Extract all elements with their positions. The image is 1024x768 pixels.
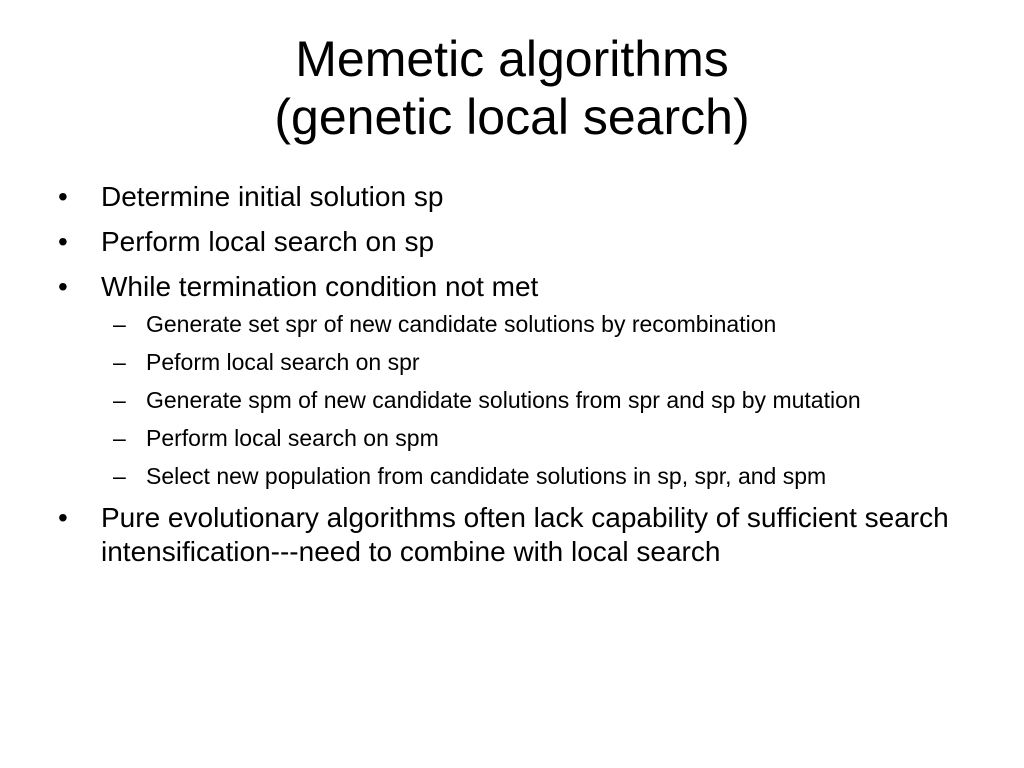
dash-icon: – [113,349,126,375]
bullet-dot-icon: • [58,181,68,212]
sub-bullet-item: – Generate set spr of new candidate solu… [58,309,958,339]
bullet-list: • Determine initial solution sp • Perfor… [58,180,958,580]
title-line-2: (genetic local search) [274,89,750,145]
dash-icon: – [113,463,126,489]
title-line-1: Memetic algorithms [295,31,729,87]
sub-bullet-text: Select new population from candidate sol… [146,463,827,489]
sub-bullet-item: – Generate spm of new candidate solution… [58,385,958,415]
bullet-item: • Pure evolutionary algorithms often lac… [58,501,958,569]
bullet-text: Pure evolutionary algorithms often lack … [101,502,949,567]
bullet-text: Determine initial solution sp [101,181,444,212]
dash-icon: – [113,311,126,337]
bullet-text: Perform local search on sp [101,226,435,257]
sub-bullet-list: – Generate set spr of new candidate solu… [58,309,958,491]
dash-icon: – [113,425,126,451]
bullet-item: • Perform local search on sp [58,225,958,259]
sub-bullet-text: Generate set spr of new candidate soluti… [146,311,777,337]
bullet-dot-icon: • [58,502,68,533]
bullet-item: • Determine initial solution sp [58,180,958,214]
sub-bullet-item: – Select new population from candidate s… [58,461,958,491]
sub-bullet-item: – Peform local search on spr [58,347,958,377]
dash-icon: – [113,387,126,413]
bullet-dot-icon: • [58,226,68,257]
bullet-text: While termination condition not met [101,271,539,302]
bullet-dot-icon: • [58,271,68,302]
sub-bullet-text: Generate spm of new candidate solutions … [146,387,861,413]
bullet-item: • While termination condition not met [58,270,958,304]
sub-bullet-text: Perform local search on spm [146,425,439,451]
sub-bullet-item: – Perform local search on spm [58,423,958,453]
sub-bullet-text: Peform local search on spr [146,349,420,375]
slide-title: Memetic algorithms (genetic local search… [0,30,1024,146]
